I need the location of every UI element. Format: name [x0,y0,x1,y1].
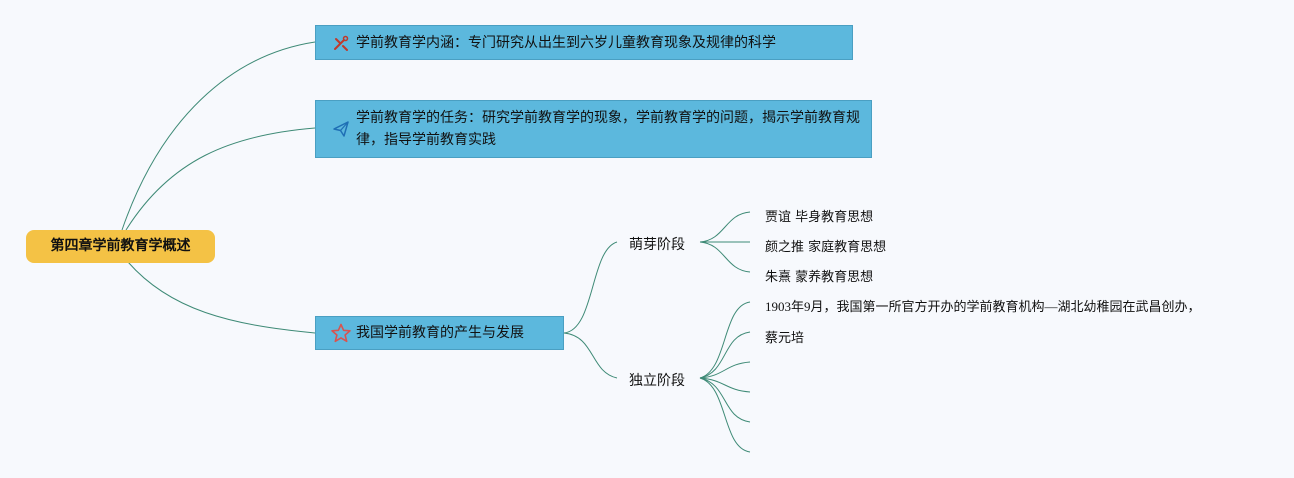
tools-icon [330,33,352,53]
topic-node-label: 我国学前教育的产生与发展 [356,325,524,341]
stage-node-independent[interactable]: 独立阶段 [629,370,685,390]
stage-node-germination[interactable]: 萌芽阶段 [629,234,685,254]
connector-root-topic2 [125,127,316,231]
connector-stage2-leaf2 [699,331,751,379]
connector-topic3-stage2 [563,332,618,379]
leaf-node-label: 朱熹 蒙养教育思想 [765,270,874,285]
connector-stage2-leaf4 [699,377,751,393]
leaf-node-label: 颜之推 家庭教育思想 [765,240,887,255]
connector-root-topic1 [121,41,316,231]
connector-stage1-leaf3 [699,241,751,273]
connector-stage2-leaf1 [699,301,751,379]
stage-node-label: 萌芽阶段 [629,237,685,253]
topic-node-history[interactable]: 我国学前教育的产生与发展 [315,316,564,350]
leaf-node-label: 蔡元培 [765,331,805,346]
root-node-label: 第四章学前教育学概述 [50,238,191,254]
leaf-node-label: 1903年9月，我国第一所官方开办的学前教育机构—湖北幼稚园在武昌创办， [765,299,1201,314]
connector-topic3-stage1 [563,241,618,334]
stage-node-label: 独立阶段 [629,373,685,389]
root-node[interactable]: 第四章学前教育学概述 [26,230,215,263]
star-icon [330,323,352,343]
connector-root-topic3 [127,261,316,334]
leaf-node[interactable]: 1903年9月，我国第一所官方开办的学前教育机构—湖北幼稚园在武昌创办， [765,296,1201,315]
leaf-node[interactable]: 朱熹 蒙养教育思想 [765,266,873,285]
connector-stage1-leaf1 [699,211,751,243]
leaf-node-label: 贾谊 毕身教育思想 [765,210,874,225]
connector-stage2-leaf3 [699,361,751,379]
leaf-node[interactable]: 颜之推 家庭教育思想 [765,236,886,255]
connector-stage2-leaf5 [699,377,751,423]
topic-node-label: 学前教育学的任务：研究学前教育学的现象，学前教育学的问题，揭示学前教育规律，指导… [356,110,860,148]
paper-plane-icon [330,119,352,139]
leaf-node[interactable]: 贾谊 毕身教育思想 [765,206,873,225]
topic-node-task[interactable]: 学前教育学的任务：研究学前教育学的现象，学前教育学的问题，揭示学前教育规律，指导… [315,100,872,158]
topic-node-definition[interactable]: 学前教育学内涵：专门研究从出生到六岁儿童教育现象及规律的科学 [315,25,853,60]
topic-node-label: 学前教育学内涵：专门研究从出生到六岁儿童教育现象及规律的科学 [356,34,776,51]
connector-stage2-leaf6 [699,377,751,453]
leaf-node[interactable]: 蔡元培 [765,327,804,346]
